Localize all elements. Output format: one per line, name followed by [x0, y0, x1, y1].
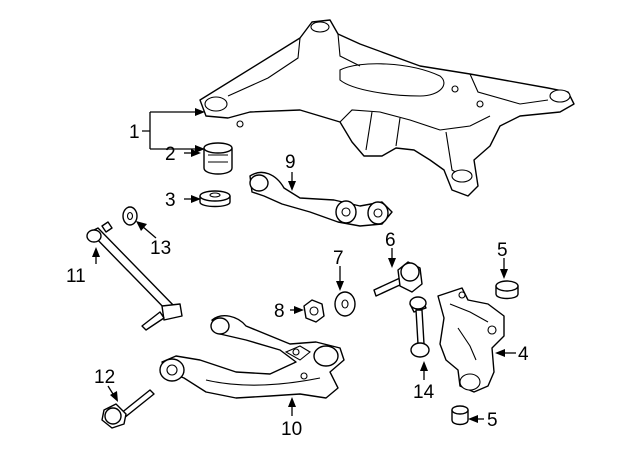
part-1-subframe: [199, 19, 575, 197]
callout-13: 13: [150, 238, 171, 259]
part-5-bushing-lower: [451, 405, 469, 426]
part-13-washer: [122, 206, 138, 226]
part-6-bolt: [373, 261, 423, 297]
callout-3: 3: [165, 190, 176, 211]
callout-6: 6: [385, 230, 396, 251]
part-10-lower-control-arm: [159, 315, 345, 399]
callout-11: 11: [66, 266, 86, 287]
part-4-knuckle: [437, 287, 505, 393]
callout-9: 9: [285, 152, 296, 173]
part-14-toe-link: [409, 296, 430, 358]
callout-8: 8: [274, 301, 285, 322]
callout-2: 2: [165, 144, 176, 165]
callout-10: 10: [281, 419, 302, 440]
part-3-insulator: [199, 190, 231, 208]
callout-14: 14: [413, 382, 435, 403]
callout-5-lower: 5: [487, 410, 498, 431]
callout-12: 12: [94, 367, 115, 388]
part-8-nut: [303, 299, 325, 323]
part-12-bolt: [101, 389, 155, 429]
part-9-upper-control-arm: [249, 171, 393, 227]
callout-7: 7: [333, 248, 344, 269]
part-5-bushing-upper: [495, 280, 519, 300]
part-11-stabilizer-link: [86, 221, 183, 331]
callout-numbers: 1 2 3 9 13 11 7 8 6 5 4 14 5 12 10: [66, 122, 529, 440]
part-2-bushing: [203, 142, 233, 175]
callout-leaders: [92, 108, 516, 423]
part-7-washer: [334, 291, 356, 317]
callout-4: 4: [518, 344, 529, 365]
callout-5-upper: 5: [497, 240, 508, 261]
callout-1: 1: [129, 122, 140, 143]
